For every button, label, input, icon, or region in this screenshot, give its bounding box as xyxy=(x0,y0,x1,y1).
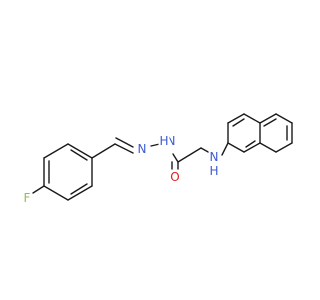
bond xyxy=(243,142,261,153)
hydrazide-nitrogen-label: N xyxy=(165,134,177,148)
naphthyl-ring-system xyxy=(221,113,293,156)
bond xyxy=(232,118,245,127)
molecule-bonds xyxy=(32,113,293,201)
bond xyxy=(275,142,293,153)
bond xyxy=(227,113,245,124)
imine-nitrogen-label: N xyxy=(136,142,148,156)
bond xyxy=(243,113,261,124)
bond xyxy=(259,113,277,124)
fluorine-atom-label: F xyxy=(22,191,32,205)
bond xyxy=(227,142,245,153)
bond xyxy=(200,147,211,154)
bond xyxy=(263,118,277,127)
bond xyxy=(114,143,134,154)
bond xyxy=(67,143,93,159)
carbonyl-oxygen-label: O xyxy=(169,170,181,184)
hydrazide-hydrogen-label: H xyxy=(158,134,170,148)
bond xyxy=(43,185,69,201)
fluorophenyl-ring xyxy=(32,143,93,201)
bond xyxy=(172,153,179,163)
bond xyxy=(70,149,88,161)
bond xyxy=(67,185,93,201)
bond xyxy=(32,185,45,194)
amine-nitrogen-label: N xyxy=(208,150,220,164)
bond xyxy=(115,137,134,148)
bond xyxy=(177,147,202,163)
bond xyxy=(70,183,88,195)
molecule-diagram: F N N H O N H xyxy=(22,113,293,205)
hydrazone-linker xyxy=(91,137,211,170)
bond xyxy=(221,142,229,156)
amine-hydrogen-label: H xyxy=(208,164,220,178)
bond xyxy=(91,143,116,159)
bond xyxy=(245,140,256,148)
bond xyxy=(275,113,293,124)
bond xyxy=(43,143,69,159)
bond xyxy=(259,142,277,153)
